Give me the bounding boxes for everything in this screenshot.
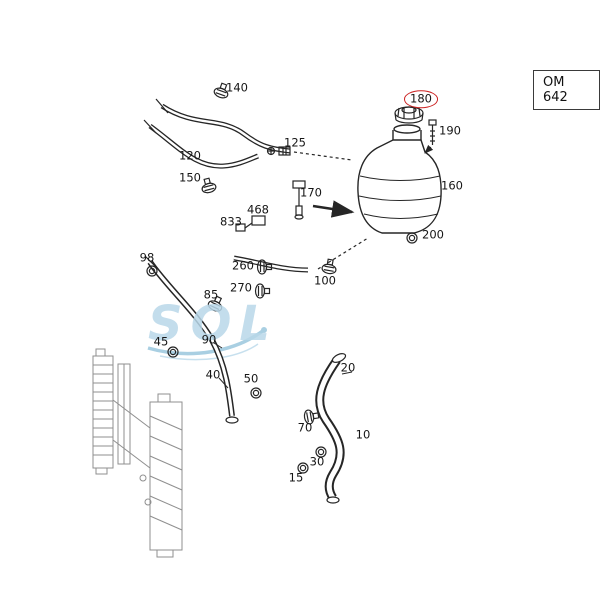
ring-200-icon <box>406 232 418 244</box>
fitting-125-art <box>266 146 353 161</box>
part-label-125: 125 <box>284 135 306 150</box>
part-label-833: 833 <box>220 214 242 229</box>
part-label-90: 90 <box>201 332 217 347</box>
part-label-270: 270 <box>230 280 252 295</box>
part-label-100: 100 <box>314 273 336 288</box>
part-label-10: 10 <box>355 427 371 442</box>
part-label-50: 50 <box>243 371 259 386</box>
part-label-170: 170 <box>300 185 322 200</box>
assembly-arrow <box>312 200 355 218</box>
part-label-45: 45 <box>153 334 169 349</box>
cap-180-art <box>394 106 424 124</box>
upper-hoses-art <box>143 98 291 169</box>
part-label-150: 150 <box>179 170 201 185</box>
screw-190-art <box>424 119 437 154</box>
part-label-160: 160 <box>441 178 463 193</box>
valve-170-art <box>292 180 306 220</box>
small-hose-art <box>233 237 369 273</box>
watermark-logo: SOL <box>148 296 278 352</box>
connector-468-833-art <box>235 215 266 232</box>
leader-90 <box>213 342 223 349</box>
part-label-200: 200 <box>422 227 444 242</box>
part-label-15: 15 <box>288 470 304 485</box>
part-label-260: 260 <box>232 258 254 273</box>
radiator-art <box>92 348 183 558</box>
part-label-190: 190 <box>439 123 461 138</box>
engine-code-box: OM 642 <box>533 70 600 110</box>
expansion-tank-art <box>357 124 442 234</box>
part-label-468: 468 <box>247 202 269 217</box>
part-label-85: 85 <box>203 287 219 302</box>
part-label-180-highlighted: 180 <box>404 90 438 108</box>
part-label-140: 140 <box>226 80 248 95</box>
leader-40 <box>218 377 229 389</box>
left-hose-art <box>144 255 239 424</box>
part-label-120: 120 <box>179 148 201 163</box>
part-label-40: 40 <box>205 367 221 382</box>
watermark-swoosh <box>147 327 267 361</box>
clamp-150-icon <box>199 176 218 195</box>
part-label-70: 70 <box>297 420 313 435</box>
clamp-100-icon <box>320 257 339 276</box>
lower-hose-art <box>315 353 353 504</box>
part-label-20: 20 <box>340 360 356 375</box>
part-label-98: 98 <box>139 250 155 265</box>
ring-50-icon <box>250 387 262 399</box>
part-label-30: 30 <box>309 454 325 469</box>
